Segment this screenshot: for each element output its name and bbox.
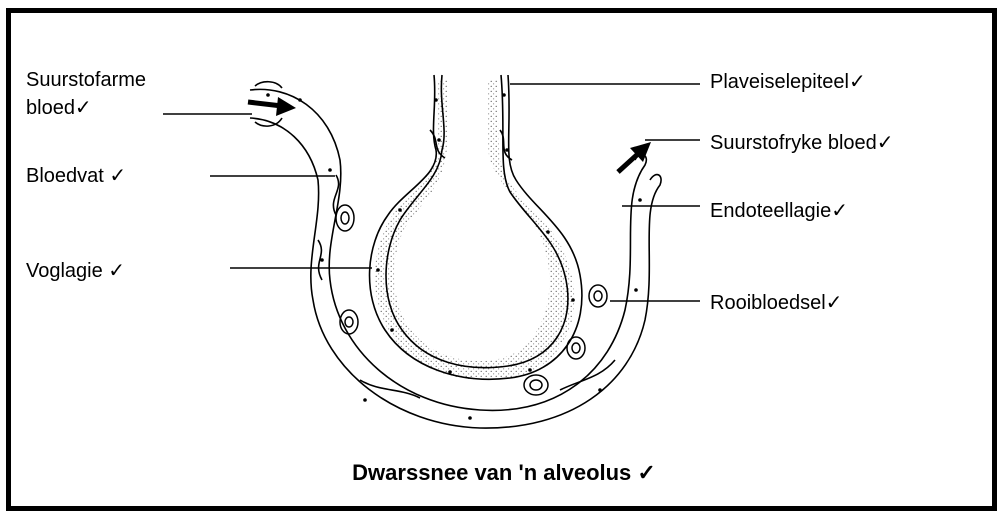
label-rooibloedsel: Rooibloedsel✓	[710, 291, 842, 315]
label-suurstofryke: Suurstofryke bloed✓	[710, 131, 894, 155]
red-blood-cell	[336, 205, 354, 231]
deoxygenated-arrow	[248, 102, 282, 106]
red-blood-cell	[589, 285, 607, 307]
label-pointers	[163, 84, 700, 301]
label-plaveiselepiteel: Plaveiselepiteel✓	[710, 70, 866, 94]
label-bloedvat: Bloedvat ✓	[26, 164, 126, 188]
label-endoteellagie: Endoteellagie✓	[710, 199, 848, 223]
label-suurstofarme-line2: bloed✓	[26, 96, 92, 120]
red-blood-cell	[567, 337, 585, 359]
label-voglagie: Voglagie ✓	[26, 259, 125, 283]
blood-flow-arrows	[248, 97, 651, 172]
red-blood-cell	[524, 375, 548, 395]
label-suurstofarme-line1: Suurstofarme	[26, 68, 146, 92]
diagram-caption: Dwarssnee van 'n alveolus ✓	[0, 460, 1008, 486]
